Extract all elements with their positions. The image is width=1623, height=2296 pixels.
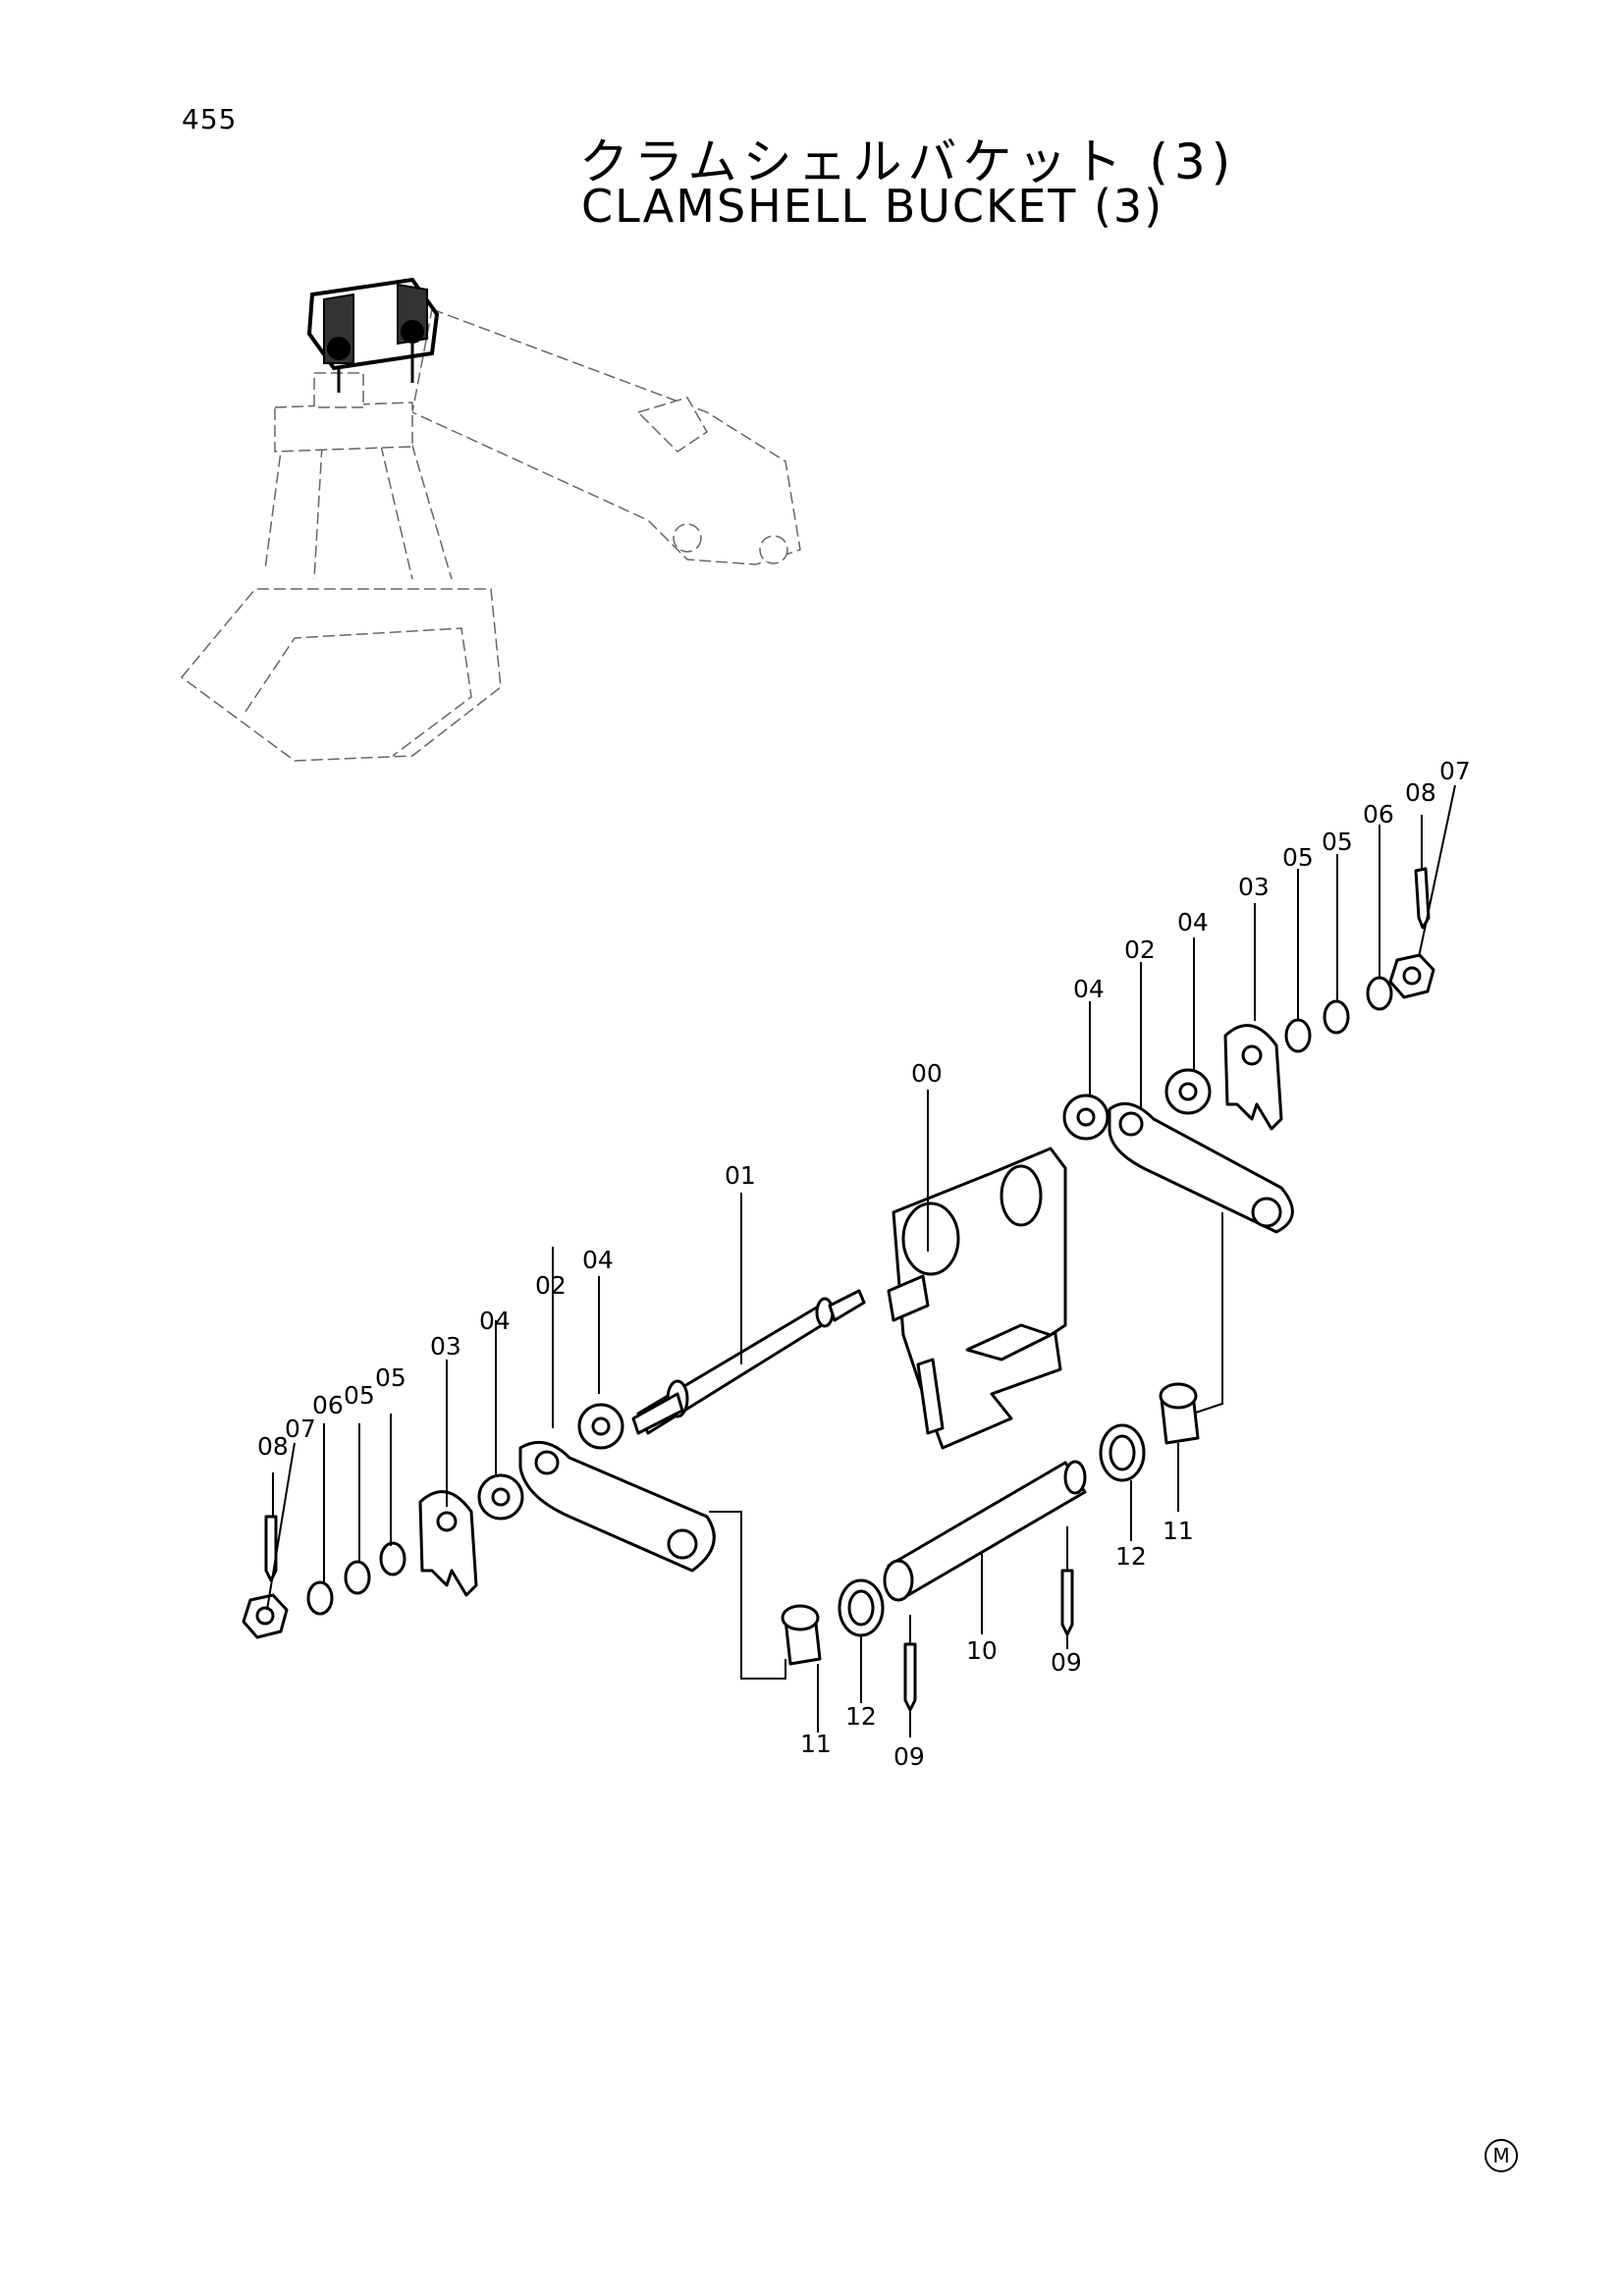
part-02-link-right <box>1108 1101 1294 1234</box>
part-number-labels: 00 01 02 02 03 03 04 04 04 04 05 05 05 0… <box>257 757 1471 1771</box>
part-03-plate-right <box>1223 1024 1283 1131</box>
overview-illustration <box>180 277 801 762</box>
title-english: CLAMSHELL BUCKET (3) <box>581 180 1164 233</box>
part-03-plate-left <box>418 1490 478 1597</box>
part-label: 11 <box>1163 1517 1194 1545</box>
part-label: 05 <box>1282 843 1314 872</box>
part-label: 05 <box>1322 828 1353 856</box>
part-label: 07 <box>285 1415 316 1443</box>
part-label: 04 <box>582 1246 614 1274</box>
circled-m-mark: M <box>1485 2139 1518 2172</box>
part-label: 00 <box>911 1059 943 1088</box>
part-05-washer-left-a <box>379 1541 406 1576</box>
part-label: 08 <box>1405 778 1436 807</box>
part-01-pin <box>631 1289 866 1435</box>
part-06-washer-left <box>306 1580 334 1616</box>
part-label: 07 <box>1439 757 1471 785</box>
part-05-washer-right-b <box>1323 999 1350 1035</box>
part-07-nut-left <box>242 1593 289 1639</box>
part-label: 09 <box>893 1742 925 1771</box>
part-label: 04 <box>479 1307 511 1335</box>
part-07-nut-right <box>1388 953 1435 999</box>
part-label: 09 <box>1051 1648 1082 1677</box>
part-label: 11 <box>800 1730 832 1758</box>
exploded-view <box>242 784 1456 1737</box>
part-label: 12 <box>845 1702 877 1731</box>
part-label: 02 <box>1124 935 1156 964</box>
part-label: 10 <box>966 1636 998 1665</box>
part-label: 02 <box>535 1271 567 1300</box>
part-00-bracket <box>887 1147 1067 1450</box>
part-label: 05 <box>344 1381 375 1410</box>
title-japanese: クラムシェルバケット (3) <box>579 133 1237 190</box>
part-02-link-left <box>518 1440 716 1573</box>
part-label: 12 <box>1115 1542 1147 1571</box>
part-label: 03 <box>1238 873 1270 901</box>
part-06-washer-right <box>1366 976 1393 1011</box>
part-05-washer-right-a <box>1284 1018 1312 1053</box>
part-11-bushing-right <box>1159 1382 1200 1445</box>
part-09-pin-right <box>1060 1569 1074 1636</box>
part-10-long-pin <box>883 1460 1087 1602</box>
part-09-pin-left <box>903 1642 917 1712</box>
part-label: 08 <box>257 1432 289 1461</box>
part-label: 06 <box>1363 800 1394 828</box>
part-label: 03 <box>430 1332 461 1361</box>
part-11-bushing-left <box>781 1604 822 1666</box>
part-label: 01 <box>725 1161 756 1190</box>
part-label: 05 <box>375 1363 406 1392</box>
part-label: 04 <box>1177 908 1209 936</box>
page-number: 455 <box>182 103 238 135</box>
part-05-washer-left-b <box>344 1560 371 1595</box>
part-label: 06 <box>312 1391 344 1419</box>
part-label: 04 <box>1073 975 1105 1003</box>
